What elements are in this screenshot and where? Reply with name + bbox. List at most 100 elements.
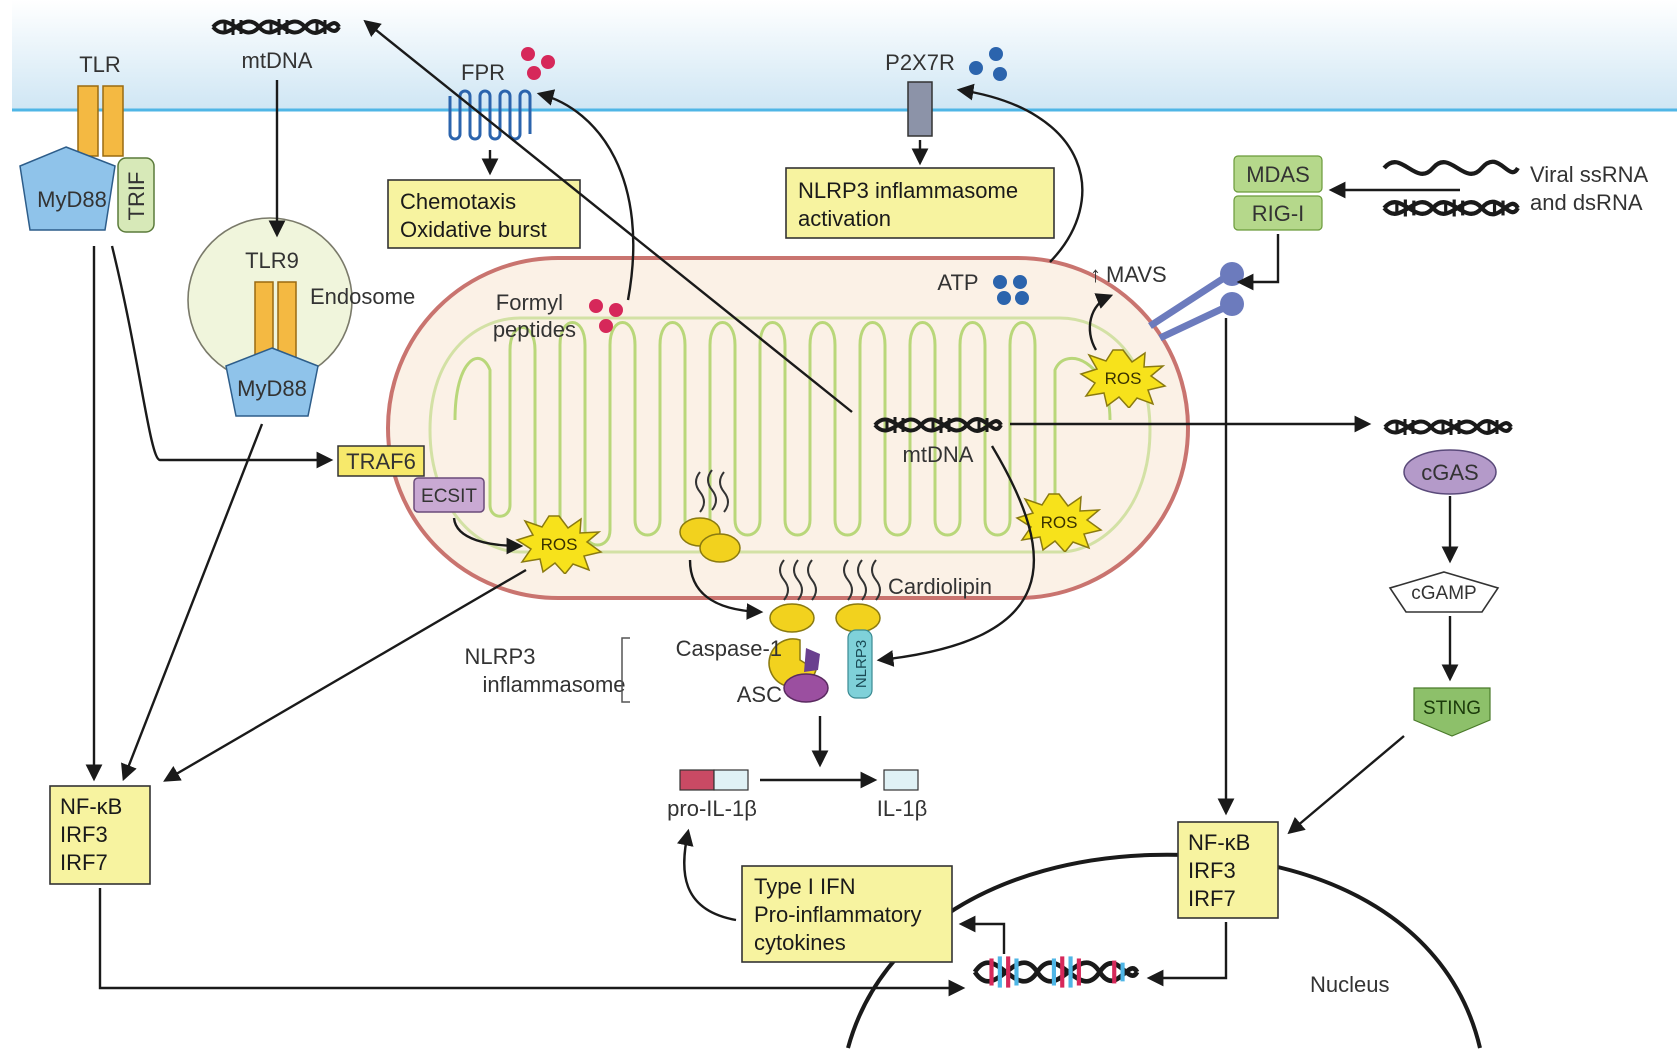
cgamp: cGAMP	[1388, 571, 1500, 613]
p2x7r-receptor: P2X7R	[885, 50, 955, 137]
arrow-nfkb-right-to-dna	[1146, 922, 1228, 987]
nlrp3-bar-label: NLRP3	[853, 640, 870, 688]
rigi-label: RIG-I	[1252, 201, 1305, 226]
myd88-left-label: MyD88	[37, 187, 107, 212]
trif-adaptor: TRIF	[117, 157, 155, 233]
viral-label-1: Viral ssRNA	[1530, 162, 1649, 187]
tlr-receptor: TLR	[77, 52, 124, 157]
caspase1-label: Caspase-1	[676, 636, 782, 661]
type1-ifn-line-2: Pro-inflammatory	[754, 902, 921, 927]
p2x7r-label: P2X7R	[885, 50, 955, 75]
arrow-sting-to-nfkb	[1287, 735, 1405, 835]
arrow-mtdna-to-nlrp3	[876, 445, 1035, 667]
sting: STING	[1413, 687, 1491, 737]
ecsit-box: ECSIT	[413, 477, 485, 513]
inflammasome-complex: NLRP3 Caspase-1 ASC NLRP3 inflammasome	[465, 629, 873, 707]
traf6-box: TRAF6	[337, 445, 425, 477]
atp-dots-top	[969, 47, 1007, 81]
chemotaxis-box: Chemotaxis Oxidative burst	[387, 179, 581, 249]
mtdna-top-label: mtDNA	[242, 48, 313, 73]
arrow-rigi-to-mavs	[1236, 234, 1280, 291]
pro-il1b-label: pro-IL-1β	[667, 796, 757, 821]
nlrp3-activation-box: NLRP3 inflammasome activation	[785, 167, 1055, 239]
nfkb-left-line-2: IRF3	[60, 822, 108, 847]
mito-cristae	[453, 321, 1112, 547]
type1-ifn-box: Type I IFN Pro-inflammatory cytokines	[741, 865, 953, 963]
fpr-label: FPR	[461, 60, 505, 85]
fpr-icon	[448, 89, 532, 141]
inflammasome-bracket	[621, 637, 630, 703]
il1b: IL-1β	[877, 769, 928, 821]
atp-label: ATP	[937, 270, 978, 295]
nlrp3-activation-line-1: NLRP3 inflammasome	[798, 178, 1018, 203]
tlr-label: TLR	[79, 52, 121, 77]
chemotaxis-line-2: Oxidative burst	[400, 217, 547, 242]
viral-rna: Viral ssRNA and dsRNA	[1384, 162, 1649, 217]
nfkb-right-box: NF-κB IRF3 IRF7	[1177, 821, 1279, 919]
cardiolipin-free	[679, 469, 741, 563]
arrow-atp-to-p2x7r	[956, 83, 1084, 263]
ecsit-label: ECSIT	[421, 486, 477, 507]
cytosolic-mtdna	[1385, 419, 1511, 435]
tlr9-label: TLR9	[245, 248, 299, 273]
arrow-trif-to-traf6	[110, 245, 334, 469]
arrow-nfkb-left-to-dna	[98, 888, 966, 997]
cell-membrane	[12, 0, 1677, 112]
myd88-endo-label: MyD88	[237, 376, 307, 401]
pathway-arrows	[85, 19, 1460, 997]
formyl-dots-top	[521, 47, 555, 80]
dsrna-icon	[1384, 200, 1518, 217]
mtdna-mito: mtDNA	[875, 417, 1001, 467]
type1-ifn-line-3: cytokines	[754, 930, 846, 955]
nucleus-label: Nucleus	[1310, 972, 1389, 997]
nfkb-right-line-3: IRF7	[1188, 886, 1236, 911]
ros-mavs-label: ROS	[1105, 369, 1142, 388]
ros-mtdna-label: ROS	[1041, 513, 1078, 532]
mtdna-top: mtDNA	[213, 19, 339, 73]
sting-label: STING	[1423, 698, 1481, 719]
endosome-label: Endosome	[310, 284, 415, 309]
pro-il1b: pro-IL-1β	[667, 769, 757, 821]
nuclear-dna-icon	[975, 956, 1137, 987]
type1-ifn-line-1: Type I IFN	[754, 874, 855, 899]
nfkb-left-line-3: IRF7	[60, 850, 108, 875]
nfkb-left-line-1: NF-κB	[60, 794, 122, 819]
mtdna-mito-label: mtDNA	[903, 442, 974, 467]
formyl-label-2: peptides	[493, 317, 576, 342]
arrow-mtdna-to-cytosol	[363, 19, 853, 413]
cgas: cGAS	[1403, 449, 1497, 495]
mavs-up-arrow: ↑	[1090, 262, 1101, 287]
cardiolipin-label: Cardiolipin	[888, 574, 992, 599]
fpr-receptor: FPR	[448, 60, 532, 141]
chemotaxis-line-1: Chemotaxis	[400, 189, 516, 214]
mdas-rigi-sensors: MDAS RIG-I	[1233, 155, 1323, 231]
traf6-label: TRAF6	[346, 449, 416, 474]
mavs-label: MAVS	[1106, 262, 1167, 287]
arrow-type1ifn-to-pro-il1b	[677, 828, 737, 922]
cytosolic-mtdna-icon	[1385, 419, 1511, 435]
nlrp3-inflammasome-label-2: inflammasome	[482, 672, 625, 697]
atp: ATP	[937, 270, 1029, 305]
formyl-peptides: Formyl peptides	[493, 290, 623, 342]
nfkb-left-box: NF-κB IRF3 IRF7	[49, 785, 151, 885]
asc-label: ASC	[737, 682, 782, 707]
trif-label: TRIF	[124, 172, 149, 221]
arrow-ros-to-mavs	[1088, 293, 1114, 351]
nfkb-right-line-2: IRF3	[1188, 858, 1236, 883]
arrow-ros-to-nfkb	[163, 568, 527, 782]
ros-traf6-label: ROS	[541, 535, 578, 554]
nfkb-right-line-1: NF-κB	[1188, 830, 1250, 855]
cgamp-label: cGAMP	[1411, 583, 1476, 604]
viral-label-2: and dsRNA	[1530, 190, 1643, 215]
endosome: TLR9 Endosome MyD88	[187, 217, 415, 417]
arrow-dna-to-type1ifn	[958, 915, 1006, 954]
arrow-tlr9-to-nfkb	[121, 423, 264, 782]
nlrp3-inflammasome-label-1: NLRP3	[465, 644, 536, 669]
ssrna-icon	[1384, 162, 1518, 174]
il1b-label: IL-1β	[877, 796, 928, 821]
arrow-cardiolipin-to-complex	[688, 559, 764, 620]
nlrp3-activation-line-2: activation	[798, 206, 891, 231]
myd88-left-adaptor: MyD88	[19, 146, 116, 231]
arrow-formyl-to-fpr	[536, 89, 635, 301]
